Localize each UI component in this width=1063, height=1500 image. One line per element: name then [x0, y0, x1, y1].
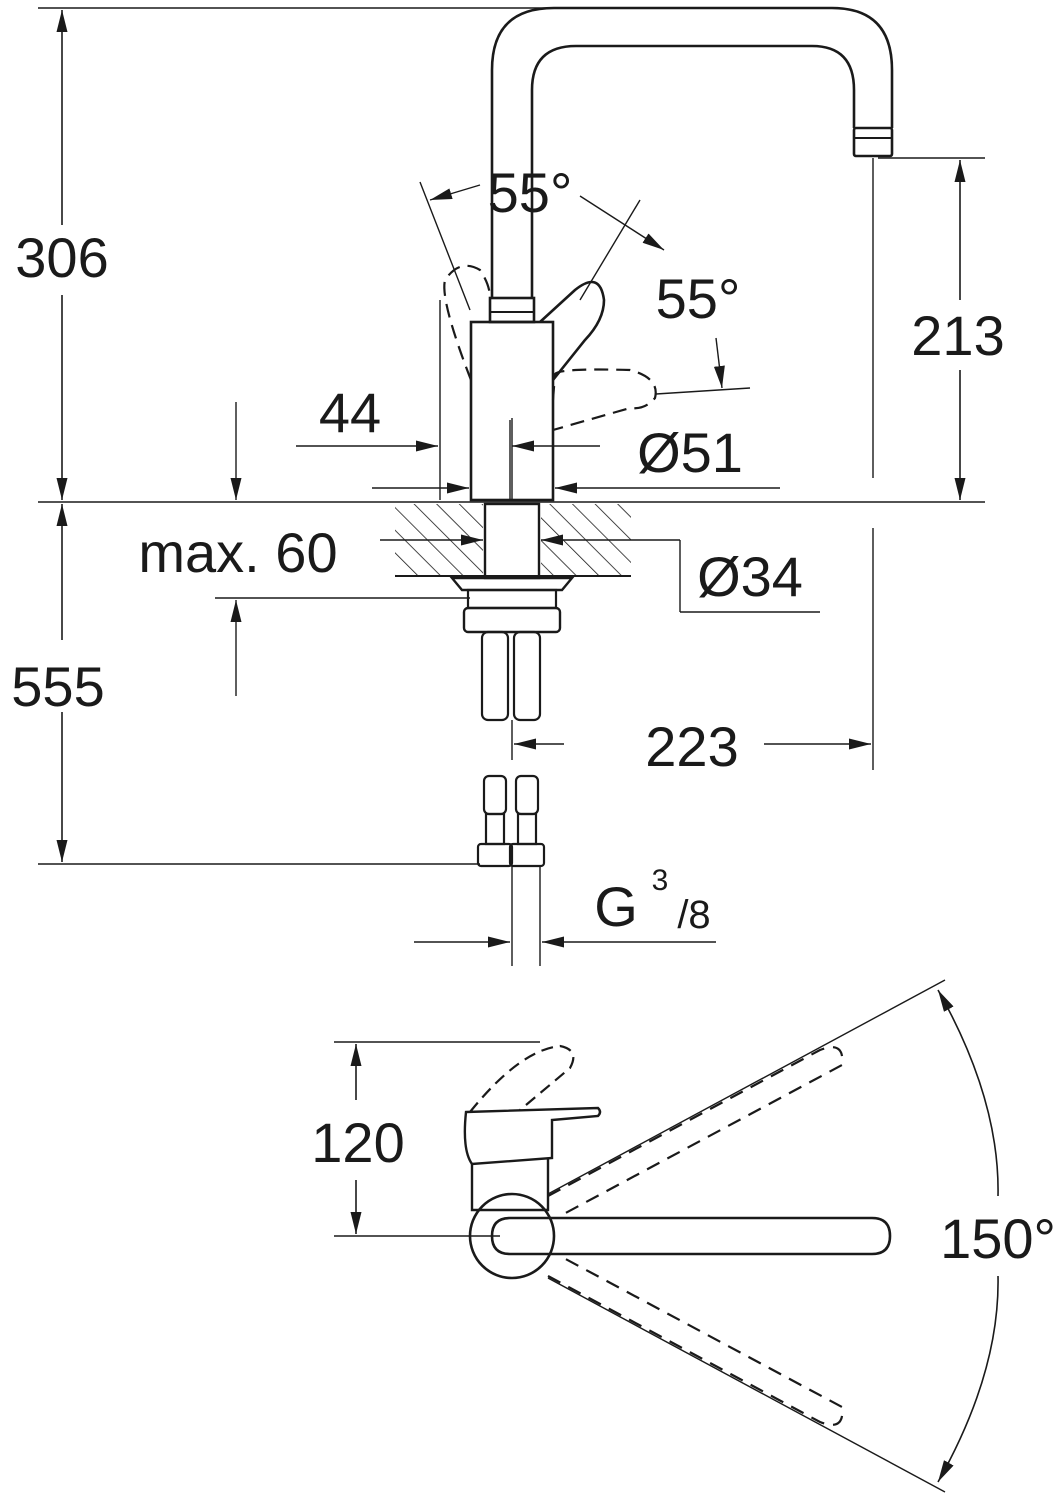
connection-thread-label: G [594, 875, 638, 938]
angle-left-extension-line [419, 181, 471, 311]
swivel-arc-top [937, 989, 999, 1197]
swivel-arc-bottom [937, 1275, 999, 1483]
hose-connector-left [476, 842, 514, 868]
swivel-limit-line-top [547, 979, 946, 1195]
top-view: 120 150° [311, 979, 1056, 1493]
angle-right-extension-line-2 [655, 387, 751, 395]
lever-height-label: 120 [311, 1111, 404, 1174]
angle-right-extension-line [579, 199, 641, 301]
swivel-limit-line-bottom [547, 1277, 946, 1493]
lever-angle-left-label: 55° [488, 161, 573, 224]
connection-thread-denominator: /8 [677, 893, 710, 937]
spout-aerator [852, 126, 894, 158]
angle-right-arrow [713, 337, 725, 389]
max-deck-thickness-label: max. 60 [138, 521, 337, 584]
lever-top-view [463, 1106, 602, 1166]
overall-height-label: 306 [15, 226, 108, 289]
side-view: 306 555 213 55° 55° [11, 6, 1005, 966]
spout-outlet-height-label: 213 [911, 304, 1004, 367]
swivel-angle-label: 150° [940, 1207, 1056, 1270]
lever-top-view-dashed [469, 1044, 575, 1113]
hose-connector-right [508, 842, 546, 868]
hose-left-upper [480, 630, 510, 722]
hose-right-lower [514, 774, 540, 816]
spout-top-view-dashed-up [547, 1046, 844, 1217]
body-top-view [470, 1158, 550, 1212]
mounting-plate [449, 576, 575, 592]
mounting-nut [466, 588, 558, 610]
body-diameter-label: Ø51 [637, 421, 743, 484]
body-cap [488, 296, 536, 324]
hose-right-ferrule [516, 812, 538, 846]
lever-handle [539, 280, 606, 381]
hose-length-label: 555 [11, 655, 104, 718]
spout-reach-label: 223 [645, 715, 738, 778]
hose-left-ferrule [484, 812, 506, 846]
connection-thread-numerator: 3 [652, 864, 669, 897]
hose-right-upper [512, 630, 542, 722]
angle-left-arrow [429, 184, 481, 201]
lever-handle-dashed-right [551, 368, 657, 432]
angle-left-arrow-right [579, 195, 665, 251]
shank-diameter-label: Ø34 [697, 545, 803, 608]
lever-angle-right-label: 55° [656, 267, 741, 330]
swivel-hub [468, 1192, 556, 1280]
spout-top-view-dashed-down [547, 1255, 844, 1426]
body-width-label: 44 [319, 381, 381, 444]
fixing-nut [462, 606, 562, 634]
spout-top-view [490, 1216, 892, 1256]
spout [490, 6, 894, 298]
hose-left-lower [482, 774, 508, 816]
shank [483, 502, 541, 580]
